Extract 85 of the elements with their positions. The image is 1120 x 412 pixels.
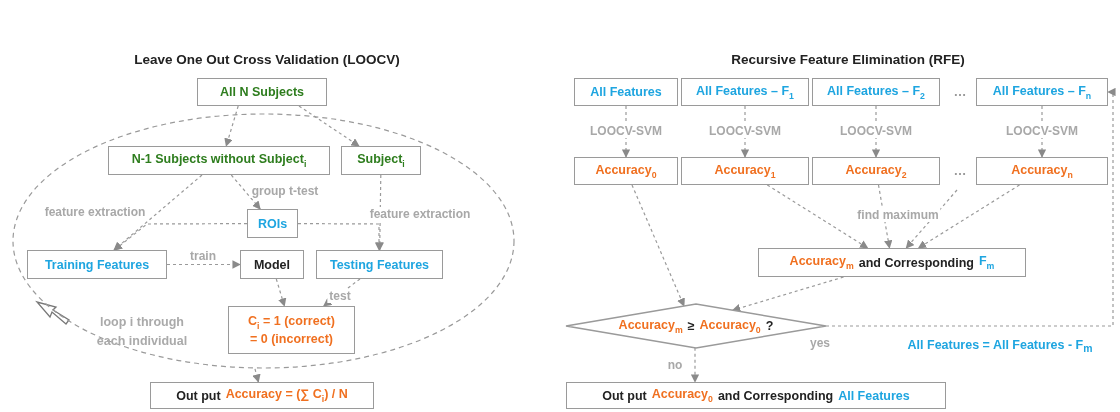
process-box: [150, 382, 374, 409]
arrow: [275, 278, 287, 307]
edge-label: feature extraction: [42, 205, 148, 219]
process-box: [812, 157, 940, 185]
process-box: [574, 78, 678, 106]
process-box: [341, 146, 421, 175]
box-text: All Features – F$_{1}$: [696, 83, 794, 101]
process-box: [27, 250, 167, 279]
process-box: [197, 78, 327, 106]
arrow: [825, 87, 1116, 327]
arrow: [690, 347, 700, 383]
box-text: = 0 (incorrect): [250, 331, 333, 346]
box-text: Model: [253, 257, 291, 272]
edge-label: LOOCV-SVM: [1004, 124, 1080, 138]
box-text: Accuracy$_{m}$: [618, 317, 683, 335]
box-text: Accuracy$_{0}$: [651, 387, 713, 404]
box-text: C$_{i}$ = 1 (correct): [248, 314, 335, 331]
box-text: Accuracy$_{m}$: [789, 254, 854, 271]
edge-label: find maximum: [855, 208, 941, 222]
ellipsis: …: [953, 83, 967, 99]
edge-label: train: [188, 249, 218, 263]
edge-label: group t-test: [249, 184, 321, 198]
box-text: ≥: [687, 319, 695, 333]
arrow: [871, 105, 881, 158]
box-text: All Features – F$_{n}$: [992, 83, 1092, 101]
arrow: [631, 184, 685, 307]
box-text: Out put: [602, 388, 647, 403]
arrow: [766, 184, 869, 249]
box-text: ROIs: [257, 216, 288, 231]
box-text: All Features: [590, 85, 662, 99]
process-box: [316, 250, 443, 279]
edge-label: test: [327, 289, 353, 303]
arrow: [740, 105, 750, 158]
box-text: F$_{m}$: [978, 254, 995, 271]
process-box: [681, 157, 809, 185]
process-box: [108, 146, 330, 175]
arrow: [905, 189, 958, 249]
box-text: ?: [765, 319, 774, 333]
arrow: [877, 184, 893, 249]
box-text: All Features: [838, 388, 910, 403]
update-note: All Features = All Features - F$_{m}$: [907, 337, 1093, 355]
process-box: [574, 157, 678, 185]
process-box: [240, 250, 304, 279]
process-box: [758, 248, 1026, 277]
ellipsis: …: [953, 162, 967, 178]
arrow: [1037, 105, 1047, 158]
edge-label: LOOCV-SVM: [588, 124, 664, 138]
arrow: [224, 105, 239, 147]
box-text: Accuracy$_{n}$: [1011, 162, 1073, 180]
arrow: [323, 278, 361, 307]
edge-label: LOOCV-SVM: [838, 124, 914, 138]
edge-label: LOOCV-SVM: [707, 124, 783, 138]
arrow: [113, 174, 203, 251]
box-text: Accuracy$_{2}$: [845, 162, 907, 180]
box-text: Out put: [176, 388, 221, 403]
process-box: [812, 78, 940, 106]
arrow: [166, 260, 241, 269]
arrow: [252, 368, 261, 383]
section-heading: Leave One Out Cross Validation (LOOCV): [134, 52, 400, 67]
box-text: N-1 Subjects without Subject$_{i}$: [131, 152, 307, 169]
box-text: All N Subjects: [219, 85, 304, 99]
arrow: [297, 223, 384, 251]
edge-label: feature extraction: [367, 207, 473, 221]
process-box: [681, 78, 809, 106]
process-box: [228, 306, 355, 354]
box-text: All Features – F$_{2}$: [827, 83, 925, 101]
box-text: Subject$_{i}$: [357, 152, 405, 169]
process-box: [247, 209, 298, 238]
box-text: Accuracy = (∑ C$_{i}$) / N: [225, 387, 348, 404]
box-text: and Corresponding: [858, 255, 974, 270]
box-text: Accuracy$_{0}$: [595, 162, 657, 180]
arrow: [230, 174, 261, 210]
arrow: [621, 105, 631, 158]
arrow: [917, 184, 1021, 249]
process-box: [976, 157, 1108, 185]
box-text: Testing Features: [329, 257, 430, 272]
box-text: and Corresponding: [717, 388, 834, 403]
box-text: Training Features: [44, 257, 150, 272]
process-box: [976, 78, 1108, 106]
box-text: Accuracy$_{0}$: [699, 317, 761, 335]
box-text: Accuracy$_{1}$: [714, 162, 776, 180]
section-heading: Recursive Feature Elimination (RFE): [731, 52, 965, 67]
arrow: [731, 276, 845, 313]
process-box: [566, 382, 946, 409]
loop-label: loop i through each individual: [95, 314, 189, 350]
